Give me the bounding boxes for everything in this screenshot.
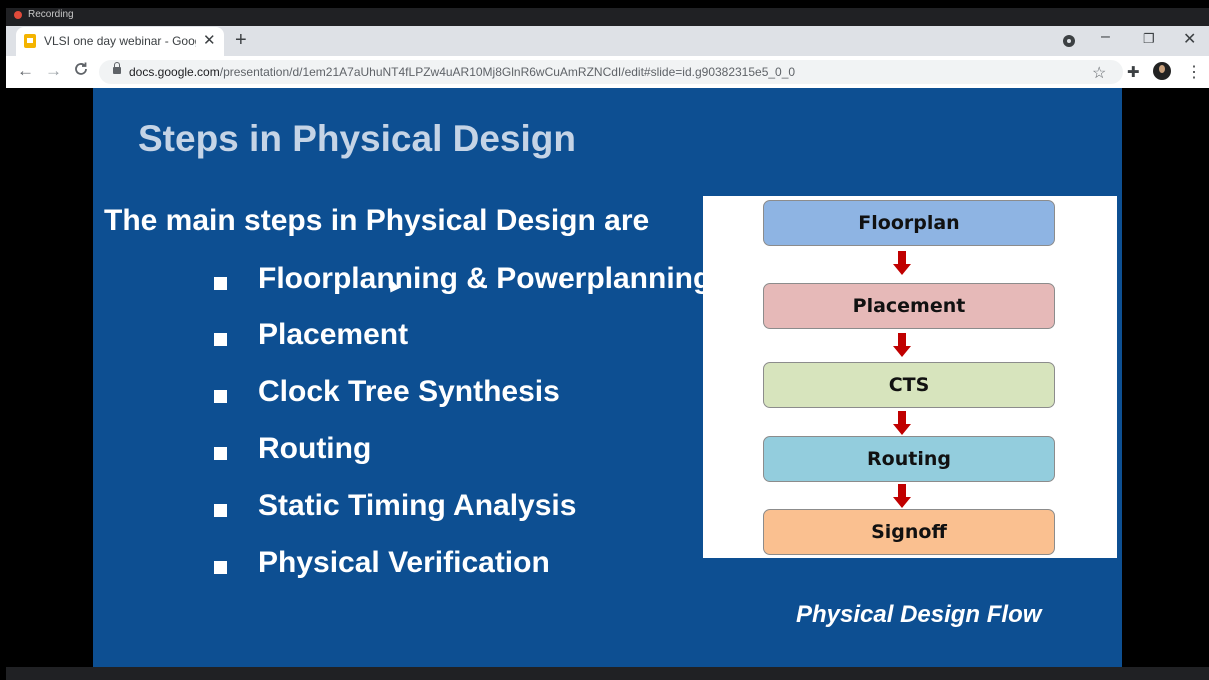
flow-step-routing: Routing bbox=[763, 436, 1055, 482]
bookmark-star-icon[interactable]: ☆ bbox=[1092, 65, 1107, 82]
bullet-square-icon bbox=[214, 390, 227, 403]
reload-button[interactable] bbox=[73, 61, 89, 82]
bullet-square-icon bbox=[214, 447, 227, 460]
bullet-square-icon bbox=[214, 277, 227, 290]
bullet-text: Routing bbox=[258, 432, 372, 465]
bullet-square-icon bbox=[214, 333, 227, 346]
bullet-square-icon bbox=[214, 561, 227, 574]
flow-step-cts: CTS bbox=[763, 362, 1055, 408]
new-tab-button[interactable]: + bbox=[235, 29, 247, 51]
down-arrow-icon bbox=[893, 411, 911, 435]
browser-tab[interactable] bbox=[16, 27, 224, 56]
url-host: docs.google.com bbox=[129, 65, 220, 79]
down-arrow-icon bbox=[893, 333, 911, 357]
flow-step-floorplan: Floorplan bbox=[763, 200, 1055, 246]
flow-step-signoff: Signoff bbox=[763, 509, 1055, 555]
slides-favicon-icon bbox=[24, 34, 36, 48]
tab-title[interactable]: VLSI one day webinar - Google Slides bbox=[44, 34, 196, 48]
bullet-text: Clock Tree Synthesis bbox=[258, 375, 560, 408]
bullet-text: Physical Verification bbox=[258, 546, 550, 579]
url-path: /presentation/d/1em21A7aUhuNT4fLPZw4uAR1… bbox=[219, 65, 796, 79]
bottom-bar bbox=[6, 667, 1209, 680]
bullet-text: Placement bbox=[258, 318, 409, 351]
profile-avatar[interactable] bbox=[1153, 62, 1171, 80]
back-button[interactable]: ← bbox=[17, 61, 34, 80]
flow-caption: Physical Design Flow bbox=[796, 601, 1042, 628]
down-arrow-icon bbox=[893, 484, 911, 508]
down-arrow-icon bbox=[893, 251, 911, 275]
flow-step-placement: Placement bbox=[763, 283, 1055, 329]
bullet-text: Floorplanning & Powerplanning bbox=[258, 262, 712, 295]
slide-intro-text: The main steps in Physical Design are bbox=[104, 204, 650, 237]
forward-button[interactable]: → bbox=[45, 61, 62, 80]
reload-icon bbox=[75, 62, 87, 75]
minimize-button[interactable]: – bbox=[1101, 28, 1110, 45]
recording-dot-icon bbox=[14, 11, 22, 19]
slide-title: Steps in Physical Design bbox=[138, 118, 576, 159]
tab-close-icon[interactable]: ✕ bbox=[203, 32, 216, 49]
tab-search-icon[interactable] bbox=[1063, 35, 1075, 47]
restore-button[interactable]: ❐ bbox=[1143, 31, 1155, 46]
url-text[interactable]: docs.google.com/presentation/d/1em21A7aU… bbox=[129, 65, 795, 79]
recording-label: Recording bbox=[28, 9, 74, 20]
bullet-square-icon bbox=[214, 504, 227, 517]
close-window-button[interactable]: ✕ bbox=[1183, 31, 1197, 48]
recording-bar bbox=[6, 8, 1209, 28]
address-bar[interactable] bbox=[99, 60, 1123, 84]
browser-menu-icon[interactable]: ⋮ bbox=[1186, 64, 1202, 81]
lock-icon[interactable] bbox=[113, 62, 121, 74]
bullet-text: Static Timing Analysis bbox=[258, 489, 577, 522]
extensions-icon[interactable]: ✚ bbox=[1127, 64, 1140, 81]
